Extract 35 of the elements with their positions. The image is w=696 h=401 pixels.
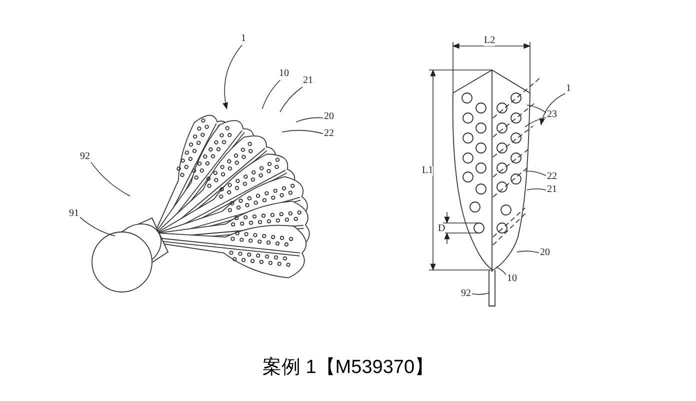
callout-number: 22	[547, 172, 557, 182]
callout-number: 91	[69, 209, 79, 219]
callout-number: 22	[324, 129, 334, 139]
caption: 案例 1【M539370】	[262, 357, 434, 378]
callout-number: 21	[547, 185, 557, 195]
leader-line	[280, 86, 303, 112]
callout-number: 1	[566, 84, 571, 94]
leader-line	[526, 188, 546, 190]
callout-number: 23	[547, 110, 557, 120]
shuttlecock-drawing	[92, 114, 310, 292]
arrow	[540, 93, 566, 126]
callout-number: 1	[241, 34, 246, 44]
arrow	[222, 44, 242, 110]
leader-line	[496, 266, 506, 275]
leader-line	[472, 292, 490, 295]
leader-line	[524, 170, 546, 176]
dimension-label: D	[438, 224, 446, 234]
callout-number: 20	[540, 248, 550, 258]
callout-number: 10	[279, 69, 289, 79]
callout-number: 21	[303, 76, 313, 86]
callout-number: 20	[324, 112, 334, 122]
leader-line	[524, 117, 546, 128]
leader-line	[296, 117, 324, 122]
callout-number: 92	[461, 289, 471, 299]
callout-number: 92	[80, 152, 90, 162]
dimension-label: L1	[422, 166, 434, 176]
leader-line	[526, 104, 546, 113]
leader-line	[262, 80, 281, 110]
callout-number: 10	[507, 274, 517, 284]
dimension-label: L2	[484, 36, 496, 46]
feather-drawing	[452, 70, 540, 306]
leader-line	[90, 162, 130, 196]
leader-line	[282, 130, 324, 134]
leader-line	[516, 250, 540, 254]
leader-line	[80, 216, 116, 236]
